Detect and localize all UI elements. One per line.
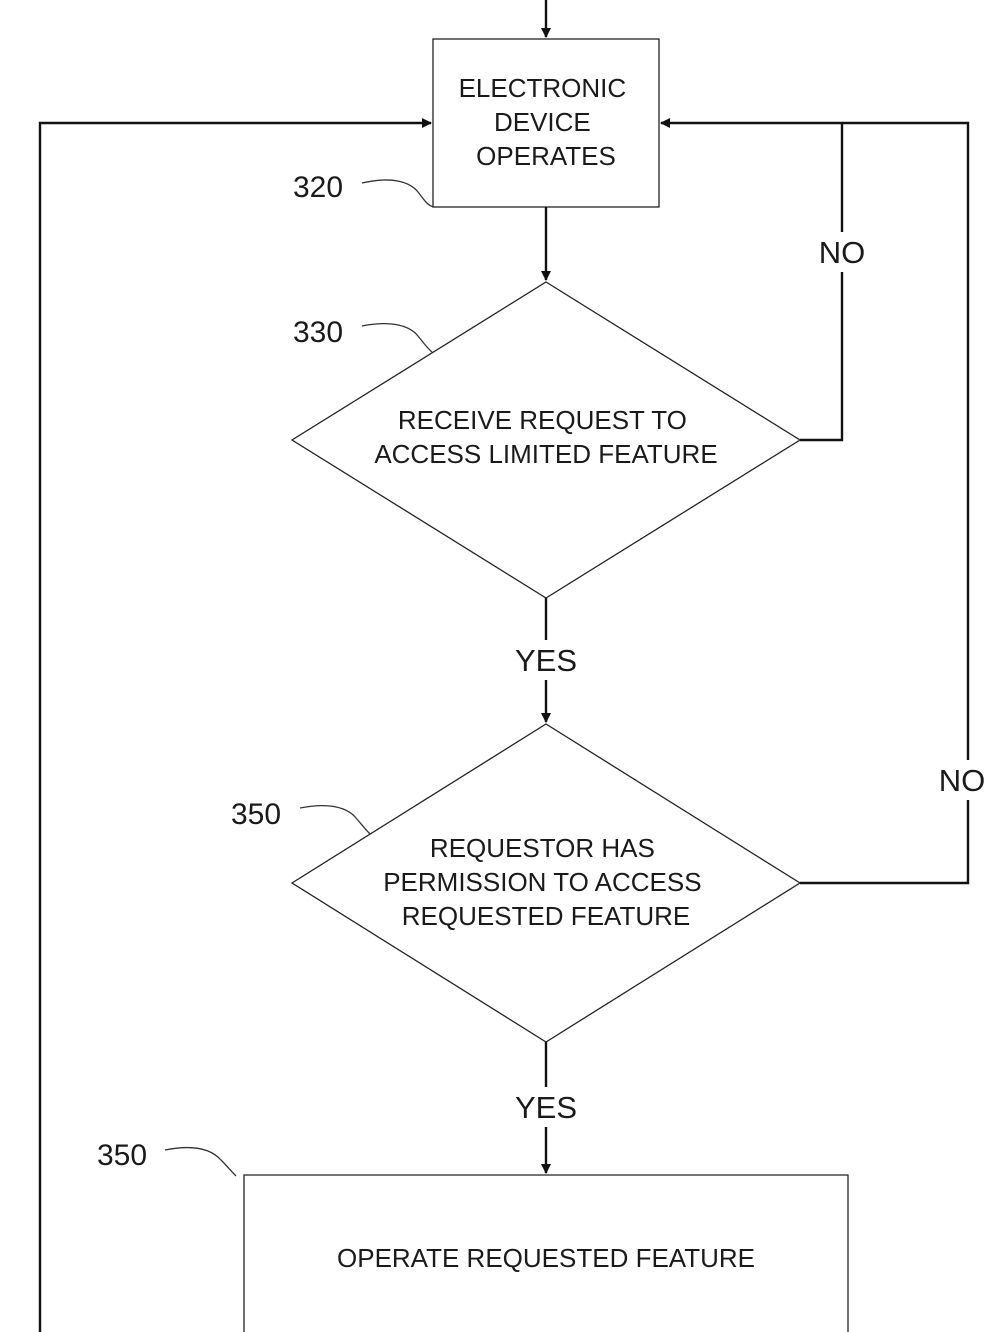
no-label-bg-2 <box>934 760 994 800</box>
ref-label-device-operates: 320 <box>293 171 343 204</box>
ref-label-receive-request: 330 <box>293 316 343 349</box>
leader-line-device-operates <box>361 179 435 208</box>
has-permission-line-3: REQUESTED FEATURE <box>402 901 690 931</box>
edge-label-permission-no: NO <box>939 763 986 798</box>
connector-receive-no <box>660 118 844 442</box>
receive-request-text: RECEIVE REQUEST TO ACCESS LIMITED FEATUR… <box>374 405 717 469</box>
process-box-operate-feature <box>243 1174 849 1332</box>
edge-label-receive-no: NO <box>819 235 866 270</box>
receive-request-line-1: RECEIVE REQUEST TO <box>398 405 687 435</box>
has-permission-line-2: PERMISSION TO ACCESS <box>383 867 701 897</box>
leader-line-receive-request <box>361 322 433 353</box>
device-operates-line-3: OPERATES <box>476 141 616 171</box>
connector-permission-no <box>800 121 970 885</box>
has-permission-text: REQUESTOR HAS PERMISSION TO ACCESS REQUE… <box>383 833 709 931</box>
device-operates-line-2: DEVICE <box>494 107 591 137</box>
receive-request-line-2: ACCESS LIMITED FEATURE <box>374 439 717 469</box>
leader-line-has-permission <box>299 804 371 835</box>
no-label-bg-1 <box>812 232 872 272</box>
operate-feature-text: OPERATE REQUESTED FEATURE <box>337 1243 755 1273</box>
leader-line-operate-feature <box>164 1146 237 1177</box>
connector-return-loop <box>38 118 432 1332</box>
device-operates-text: ELECTRONIC DEVICE OPERATES <box>459 73 634 171</box>
yes-label-bg-1 <box>508 640 584 680</box>
ref-label-has-permission: 350 <box>231 798 281 831</box>
edge-label-permission-yes: YES <box>515 1090 577 1125</box>
has-permission-line-1: REQUESTOR HAS <box>430 833 655 863</box>
device-operates-line-1: ELECTRONIC <box>459 73 627 103</box>
operate-feature-line-1: OPERATE REQUESTED FEATURE <box>337 1243 755 1273</box>
ref-label-operate-feature: 350 <box>97 1139 147 1172</box>
edge-label-receive-yes: YES <box>515 643 577 678</box>
yes-label-bg-2 <box>508 1087 584 1127</box>
